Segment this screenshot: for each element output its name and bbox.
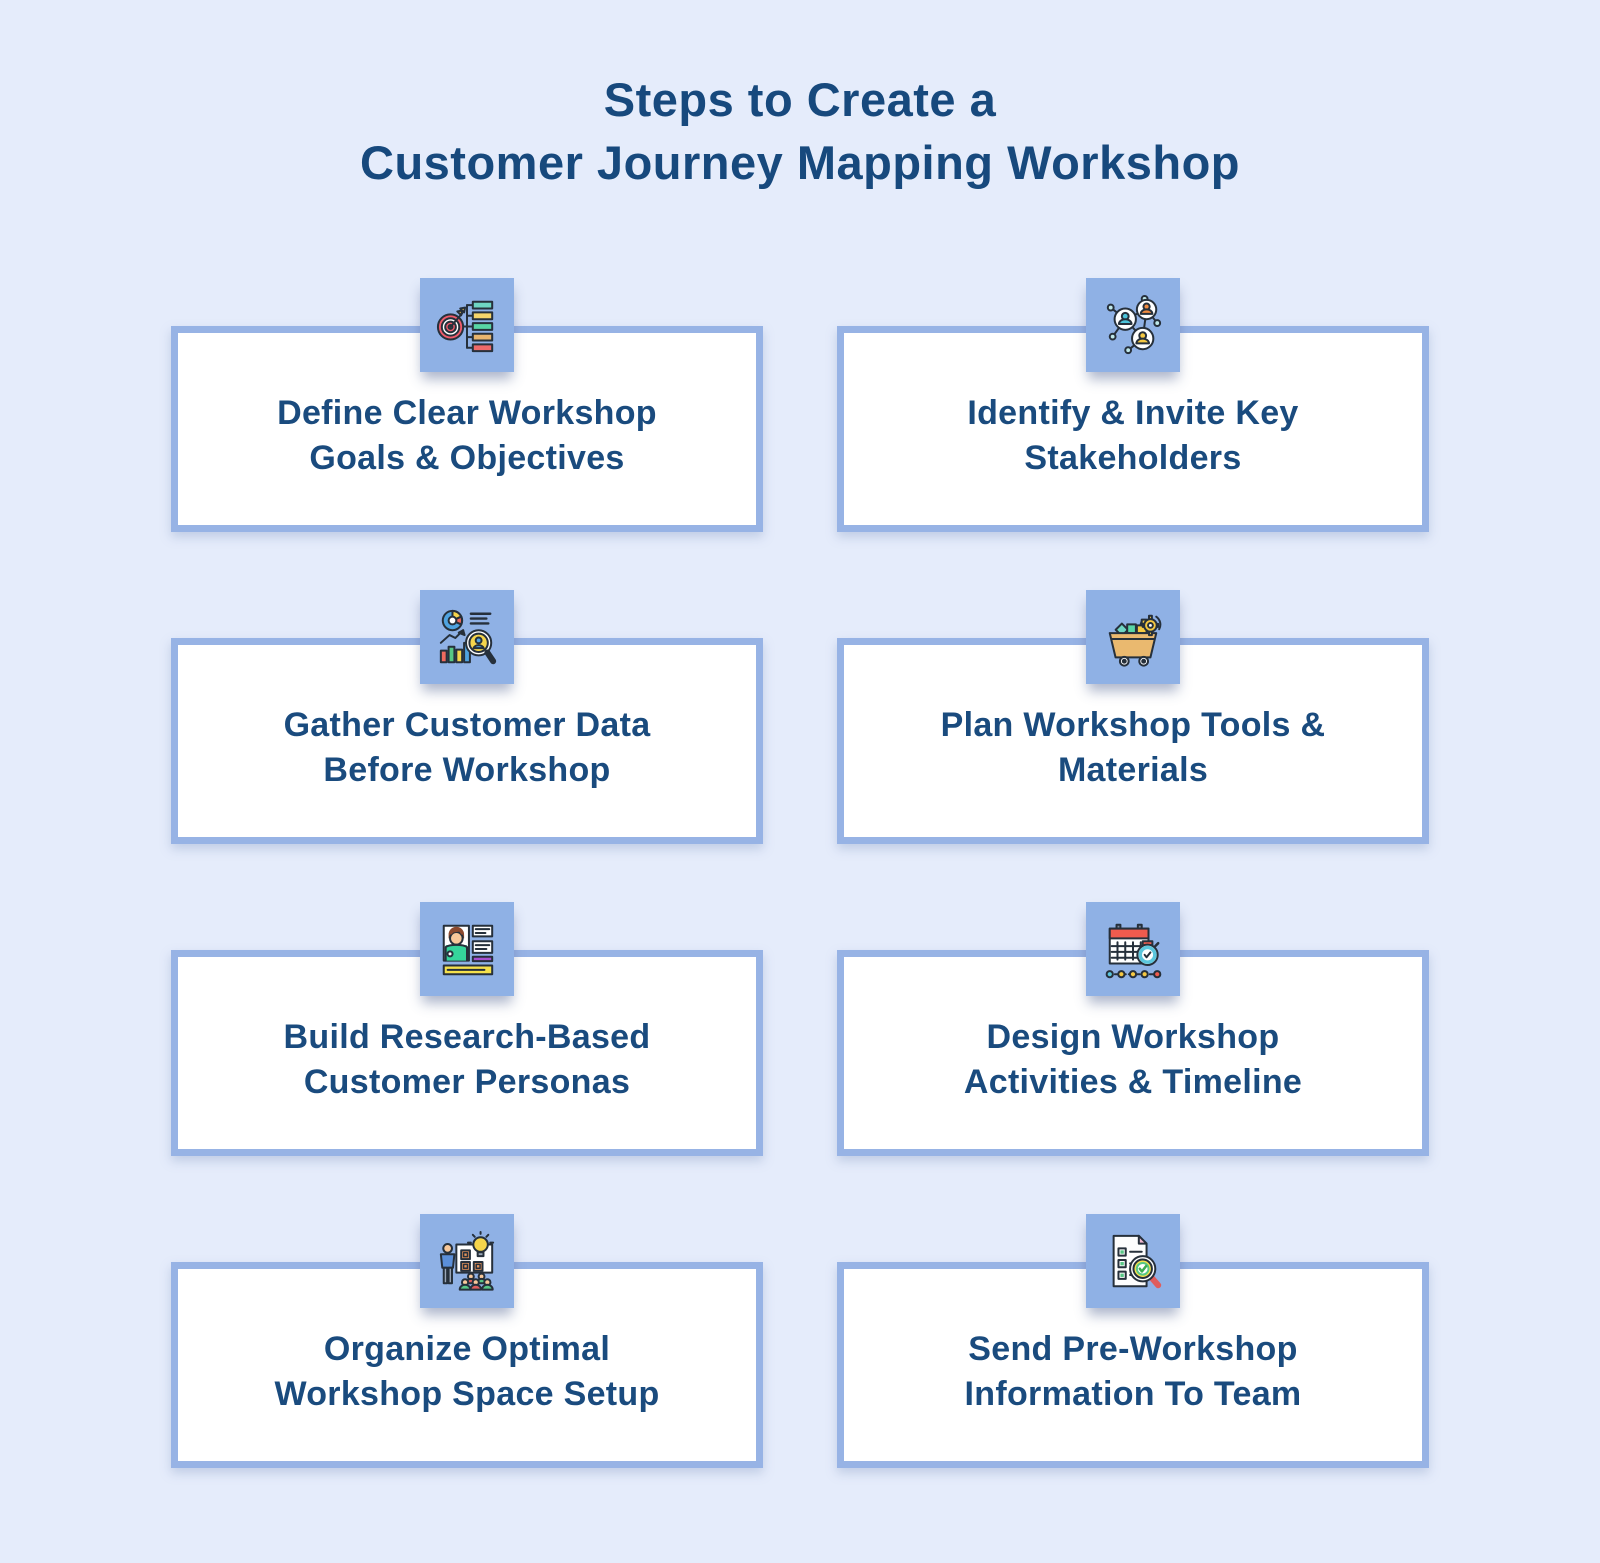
step-card-organize-space: Organize Optimal Workshop Space Setup (171, 1214, 763, 1468)
page-title-line2: Customer Journey Mapping Workshop (360, 136, 1240, 189)
page-title-line1: Steps to Create a (603, 73, 997, 126)
steps-grid: Define Clear Workshop Goals & Objectives (171, 278, 1429, 1468)
step-label-line1: Send Pre-Workshop (968, 1330, 1298, 1368)
step-label-line2: Materials (1057, 751, 1209, 789)
step-label: Plan Workshop Tools & Materials (941, 703, 1326, 793)
step-card-identify-stakeholders: Identify & Invite Key Stakeholders (837, 278, 1429, 532)
step-label: Define Clear Workshop Goals & Objectives (277, 391, 657, 481)
target-goals-icon (420, 278, 514, 372)
step-label-line1: Design Workshop (986, 1018, 1280, 1056)
step-card-gather-data: Gather Customer Data Before Workshop (171, 590, 763, 844)
customer-persona-card-icon (420, 902, 514, 996)
step-label: Gather Customer Data Before Workshop (284, 703, 651, 793)
step-label: Identify & Invite Key Stakeholders (967, 391, 1298, 481)
calendar-timer-timeline-icon (1086, 902, 1180, 996)
step-label-line2: Before Workshop (323, 751, 611, 789)
step-label-line1: Organize Optimal (323, 1330, 611, 1368)
presenter-audience-icon (420, 1214, 514, 1308)
step-label: Send Pre-Workshop Information To Team (965, 1327, 1302, 1417)
step-label-line1: Plan Workshop Tools & (940, 706, 1326, 744)
step-label-line2: Activities & Timeline (963, 1063, 1303, 1101)
step-label-line2: Information To Team (964, 1375, 1302, 1413)
step-label: Build Research-Based Customer Personas (284, 1015, 651, 1105)
step-card-plan-tools: Plan Workshop Tools & Materials (837, 590, 1429, 844)
step-label-line1: Build Research-Based (283, 1018, 651, 1056)
customer-data-charts-icon (420, 590, 514, 684)
stakeholder-network-icon (1086, 278, 1180, 372)
step-card-design-activities: Design Workshop Activities & Timeline (837, 902, 1429, 1156)
step-card-build-personas: Build Research-Based Customer Personas (171, 902, 763, 1156)
checklist-magnifier-icon (1086, 1214, 1180, 1308)
step-label-line1: Define Clear Workshop (277, 394, 657, 432)
step-label-line1: Identify & Invite Key (967, 394, 1299, 432)
page-title: Steps to Create a Customer Journey Mappi… (0, 0, 1600, 194)
step-card-define-goals: Define Clear Workshop Goals & Objectives (171, 278, 763, 532)
step-label: Design Workshop Activities & Timeline (964, 1015, 1302, 1105)
step-label: Organize Optimal Workshop Space Setup (274, 1327, 659, 1417)
step-card-send-info: Send Pre-Workshop Information To Team (837, 1214, 1429, 1468)
step-label-line1: Gather Customer Data (283, 706, 651, 744)
step-label-line2: Workshop Space Setup (274, 1375, 660, 1413)
step-label-line2: Customer Personas (303, 1063, 631, 1101)
tools-cart-gear-icon (1086, 590, 1180, 684)
step-label-line2: Stakeholders (1024, 439, 1242, 477)
step-label-line2: Goals & Objectives (309, 439, 625, 477)
